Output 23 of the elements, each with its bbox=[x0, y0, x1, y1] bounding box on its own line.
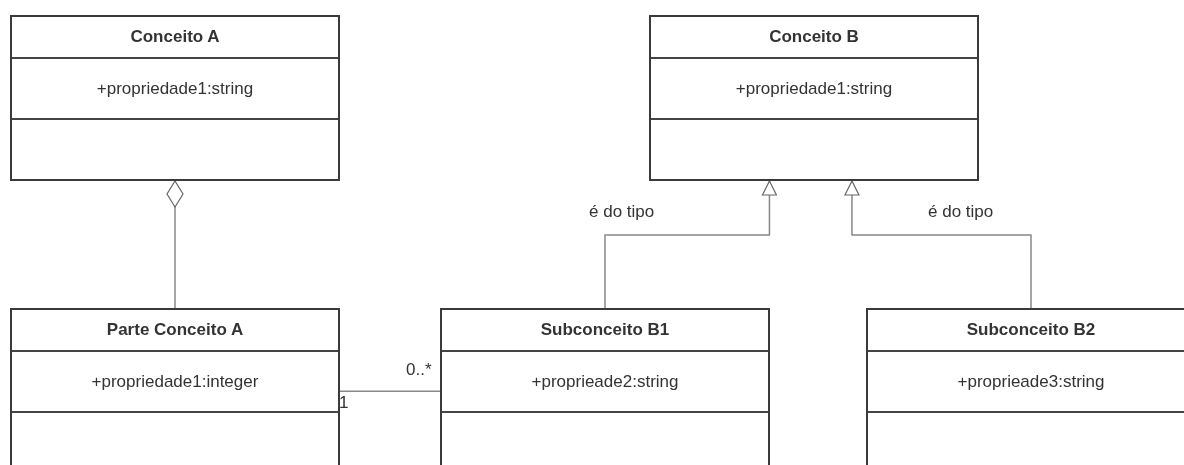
class-name: Parte Conceito A bbox=[106, 320, 244, 340]
class-name: Conceito B bbox=[769, 27, 859, 47]
class-box bbox=[866, 308, 1184, 465]
generalization-arrow bbox=[844, 180, 1032, 309]
class-name: Conceito A bbox=[130, 27, 220, 47]
class-attribute: +propriedade1:string bbox=[96, 78, 254, 99]
association-line bbox=[339, 390, 441, 393]
edge-label: é do tipo bbox=[927, 202, 995, 222]
class-box bbox=[10, 308, 340, 465]
class-attribute: +propriedade1:integer bbox=[91, 371, 259, 392]
class-attribute: +propriedade1:string bbox=[735, 78, 893, 99]
multiplicity-label: 0..* bbox=[406, 360, 432, 380]
class-box bbox=[440, 308, 770, 465]
edge-label: é do tipo bbox=[588, 202, 656, 222]
class-name: Subconceito B1 bbox=[540, 320, 670, 340]
class-box bbox=[10, 15, 340, 181]
class-box bbox=[649, 15, 979, 181]
class-attribute: +proprieade3:string bbox=[957, 371, 1105, 392]
class-name: Subconceito B2 bbox=[966, 320, 1096, 340]
aggregation-line bbox=[166, 180, 184, 309]
generalization-arrow bbox=[604, 180, 778, 309]
multiplicity-label: 1 bbox=[339, 393, 349, 413]
class-attribute: +proprieade2:string bbox=[531, 371, 679, 392]
